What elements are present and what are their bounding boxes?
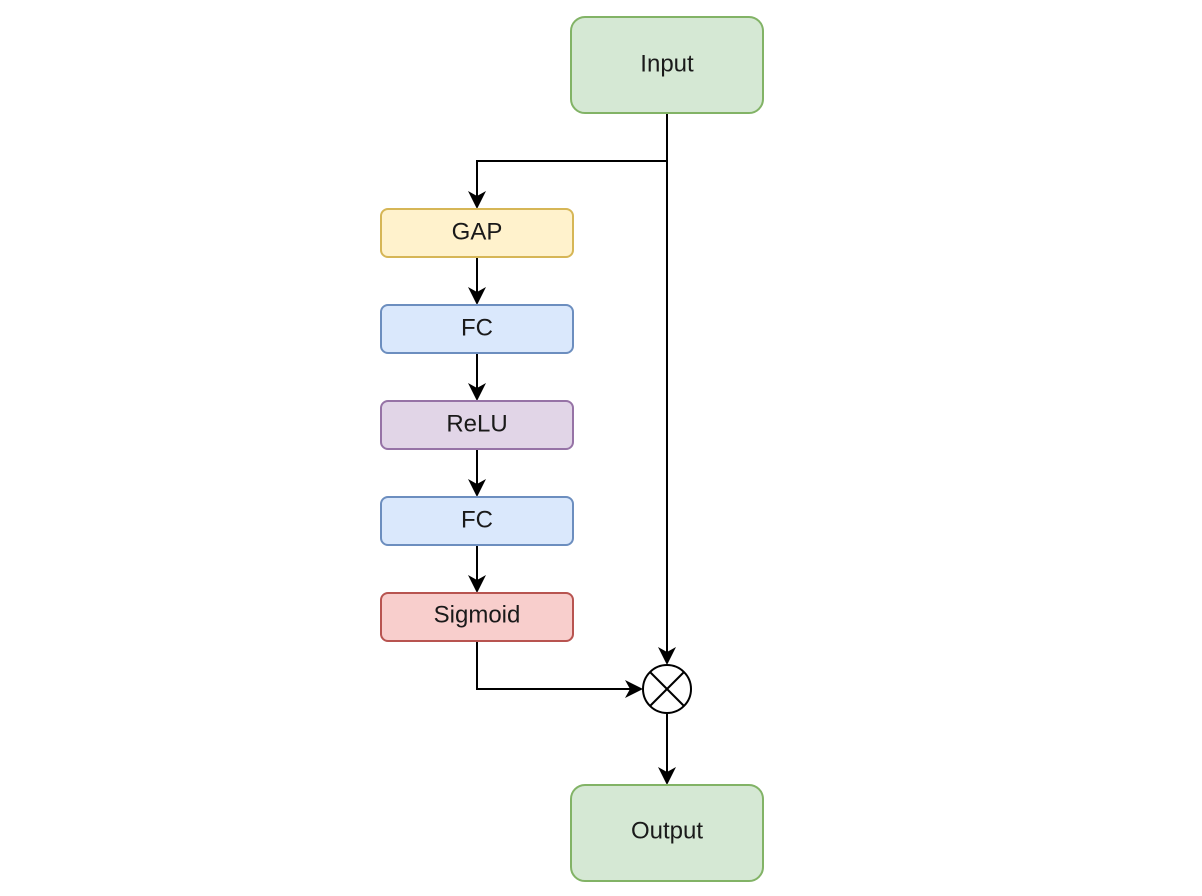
node-sigmoid-label: Sigmoid <box>434 601 521 628</box>
edges <box>468 114 676 785</box>
node-fc-2: FC <box>380 496 574 546</box>
edge-input-to-gap <box>468 114 668 209</box>
node-input-label: Input <box>640 50 694 77</box>
node-gap: GAP <box>380 208 574 258</box>
node-input: Input <box>570 16 764 114</box>
node-gap-label: GAP <box>452 218 503 245</box>
node-multiply <box>642 664 692 714</box>
edge-sigmoid-to-multiply <box>476 642 643 698</box>
node-sigmoid: Sigmoid <box>380 592 574 642</box>
node-fc-1-label: FC <box>461 314 493 341</box>
node-relu: ReLU <box>380 400 574 450</box>
node-output-label: Output <box>631 817 703 844</box>
node-output: Output <box>570 784 764 882</box>
node-fc-1: FC <box>380 304 574 354</box>
node-fc-2-label: FC <box>461 506 493 533</box>
node-relu-label: ReLU <box>446 410 507 437</box>
